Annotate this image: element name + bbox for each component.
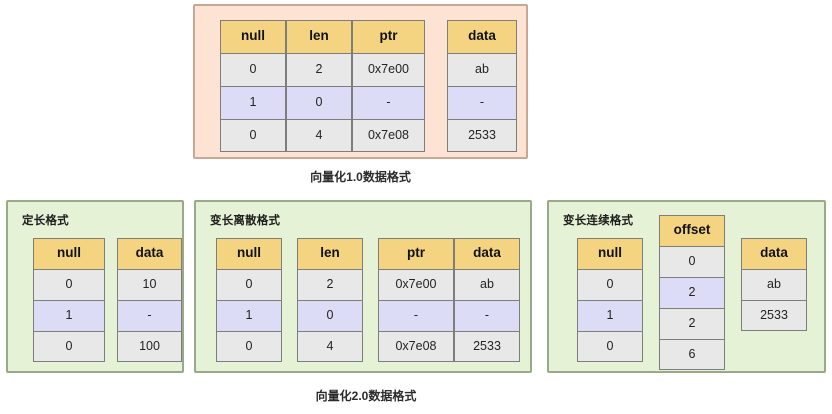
table-cell: 0	[577, 331, 643, 362]
fixed-null-column: null 0 1 0	[33, 238, 105, 362]
table-cell: 2533	[454, 331, 520, 362]
table-cell: 2	[659, 308, 725, 339]
discrete-ptr-column: ptr 0x7e00 - 0x7e08	[378, 238, 454, 362]
table-cell: 4	[297, 331, 363, 362]
table-cell: 1	[216, 300, 282, 331]
v1-ptr-column: ptr 0x7e00 - 0x7e08	[352, 20, 425, 152]
column-header: null	[220, 20, 286, 53]
v1-len-column: len 2 0 4	[286, 20, 352, 152]
table-cell: 2	[286, 53, 352, 86]
discrete-null-column: null 0 1 0	[216, 238, 282, 362]
vectorization-1-panel: null 0 1 0 len 2 0 4 ptr 0x7e00 - 0x7e08…	[193, 4, 528, 159]
column-header: null	[216, 238, 282, 269]
v1-null-column: null 0 1 0	[220, 20, 286, 152]
table-cell: ab	[741, 269, 807, 300]
continuous-data-column: data ab 2533	[741, 238, 807, 331]
v1-data-column: data ab - 2533	[447, 20, 517, 152]
table-cell: 0	[659, 246, 725, 277]
continuous-null-column: null 0 1 0	[577, 238, 643, 362]
discrete-data-column: data ab - 2533	[454, 238, 520, 362]
column-header: len	[297, 238, 363, 269]
fixed-length-panel: 定长格式 null 0 1 0 data 10 - 100	[6, 200, 184, 373]
table-cell: -	[454, 300, 520, 331]
table-cell: 0	[286, 86, 352, 119]
column-header: ptr	[352, 20, 425, 53]
column-header: null	[577, 238, 643, 269]
table-cell: 0	[577, 269, 643, 300]
discrete-len-column: len 2 0 4	[297, 238, 363, 362]
table-cell: ab	[454, 269, 520, 300]
fixed-data-column: data 10 - 100	[117, 238, 182, 362]
table-cell: 0	[220, 119, 286, 152]
table-cell: 2	[659, 277, 725, 308]
table-cell: 0x7e08	[378, 331, 454, 362]
table-cell: 0x7e00	[378, 269, 454, 300]
column-header: null	[33, 238, 105, 269]
table-cell: -	[378, 300, 454, 331]
column-header: data	[117, 238, 182, 269]
panel-title: 定长格式	[22, 215, 69, 227]
table-cell: ab	[447, 53, 517, 86]
column-header: data	[454, 238, 520, 269]
table-cell: 4	[286, 119, 352, 152]
table-cell: 0	[216, 269, 282, 300]
table-cell: 0x7e08	[352, 119, 425, 152]
panel-title: 变长连续格式	[563, 215, 634, 227]
column-header: offset	[659, 215, 725, 246]
table-cell: 2	[297, 269, 363, 300]
variable-length-discrete-panel: 变长离散格式 null 0 1 0 len 2 0 4 ptr 0x7e00 -…	[194, 200, 532, 373]
table-cell: 0	[33, 269, 105, 300]
table-cell: 0	[297, 300, 363, 331]
table-cell: 1	[33, 300, 105, 331]
panel-title: 变长离散格式	[210, 215, 281, 227]
column-header: data	[447, 20, 517, 53]
table-cell: 1	[577, 300, 643, 331]
table-cell: 6	[659, 339, 725, 370]
table-cell: -	[352, 86, 425, 119]
vectorization-2-caption: 向量化2.0数据格式	[315, 389, 417, 403]
table-cell: -	[447, 86, 517, 119]
table-cell: 0	[216, 331, 282, 362]
table-cell: -	[117, 300, 182, 331]
table-cell: 100	[117, 331, 182, 362]
table-cell: 2533	[447, 119, 517, 152]
column-header: data	[741, 238, 807, 269]
table-cell: 0x7e00	[352, 53, 425, 86]
table-cell: 10	[117, 269, 182, 300]
column-header: ptr	[378, 238, 454, 269]
table-cell: 2533	[741, 300, 807, 331]
table-cell: 0	[33, 331, 105, 362]
variable-length-continuous-panel: 变长连续格式 null 0 1 0 offset 0 2 2 6 data ab…	[547, 200, 826, 373]
continuous-offset-column: offset 0 2 2 6	[659, 215, 725, 370]
table-cell: 1	[220, 86, 286, 119]
table-cell: 0	[220, 53, 286, 86]
column-header: len	[286, 20, 352, 53]
vectorization-1-caption: 向量化1.0数据格式	[310, 170, 411, 184]
